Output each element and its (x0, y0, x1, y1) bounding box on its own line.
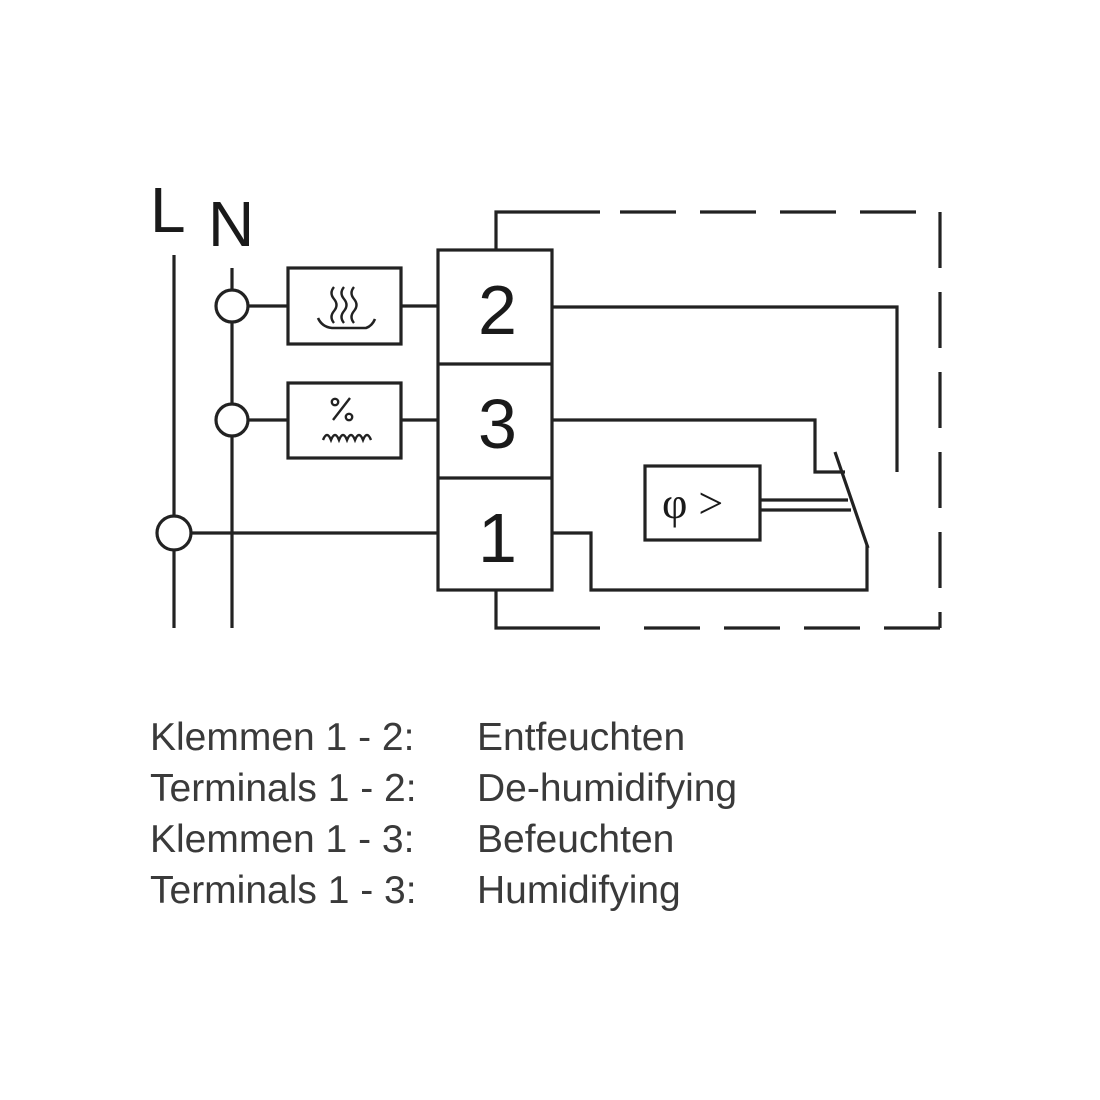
legend-label: Terminals 1 - 3: (150, 869, 417, 912)
legend-value: Humidifying (477, 869, 681, 912)
legend-row: Klemmen 1 - 3: Befeuchten (150, 814, 737, 865)
terminal-3-label: 3 (478, 385, 517, 463)
neutral-label: N (208, 188, 254, 260)
legend-value: Befeuchten (477, 818, 675, 861)
legend-row: Klemmen 1 - 2: Entfeuchten (150, 712, 737, 763)
neutral-node-lower (214, 402, 250, 438)
legend-label: Klemmen 1 - 3: (150, 818, 415, 861)
dehumidifier-heat-waves-icon (316, 286, 377, 330)
neutral-node-upper (214, 288, 250, 324)
phase-node (155, 514, 193, 552)
legend-value: De-humidifying (477, 767, 738, 810)
enclosure-top-left (494, 210, 600, 250)
enclosure-bottom-left (494, 590, 600, 630)
phase-label: L (150, 174, 186, 246)
wire-terminal-1-common (552, 531, 869, 592)
legend-row: Terminals 1 - 3: Humidifying (150, 865, 737, 916)
humidity-sensor-box (643, 464, 762, 542)
dehumidifier-box (286, 266, 403, 346)
humidifier-percent-water-icon (321, 397, 373, 444)
wire-terminal-3-contact (552, 418, 845, 474)
humidity-sensor-label: φ > (662, 479, 723, 528)
terminal-1-label: 1 (478, 499, 517, 577)
humidifier-box (286, 381, 403, 460)
legend-row: Terminals 1 - 2: De-humidifying (150, 763, 737, 814)
legend-label: Klemmen 1 - 2: (150, 716, 415, 759)
terminal-block (436, 248, 554, 592)
legend-value: Entfeuchten (477, 716, 686, 759)
switch-contact (833, 451, 870, 549)
terminal-2-label: 2 (478, 271, 517, 349)
wire-terminal-2-contact (552, 305, 899, 472)
legend-label: Terminals 1 - 2: (150, 767, 417, 810)
legend: Klemmen 1 - 2: Entfeuchten Terminals 1 -… (150, 712, 737, 916)
